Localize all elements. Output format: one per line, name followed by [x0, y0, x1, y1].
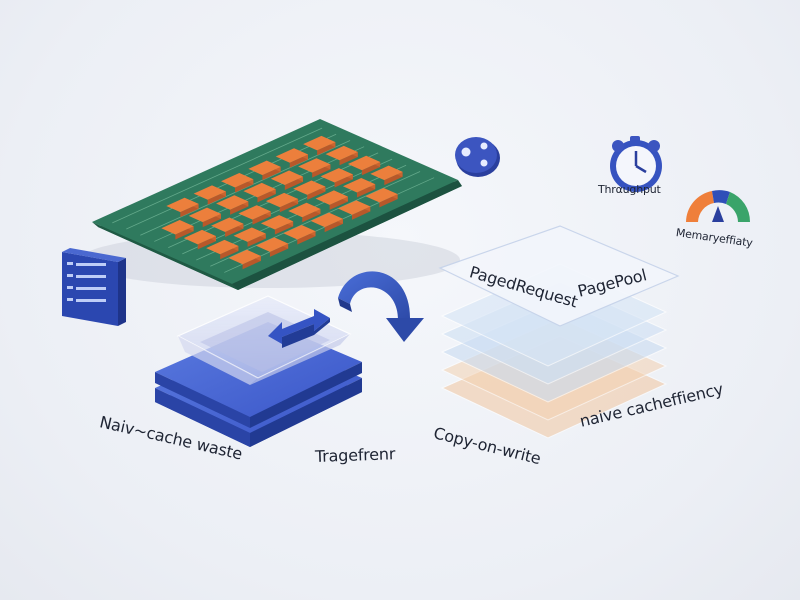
chip-side [339, 152, 358, 166]
chip-side [307, 186, 326, 200]
chip [206, 239, 239, 255]
chip-side [379, 194, 398, 208]
chip [347, 155, 381, 171]
chip [310, 212, 343, 228]
chip-side [220, 246, 239, 260]
chip-side [317, 142, 336, 156]
chip-side [247, 233, 266, 247]
chip-side [252, 211, 271, 225]
label-throughput: Thrαughput [598, 183, 661, 196]
board-edge-left [92, 222, 238, 290]
circuit-board [92, 119, 462, 290]
stopwatch-icon [610, 136, 662, 192]
label-tragefrenr: Tragefrenr [314, 444, 396, 466]
chip-side [242, 255, 261, 270]
chip-side [329, 196, 348, 210]
chip [260, 215, 294, 230]
chip [255, 237, 289, 252]
chip-side [361, 161, 381, 176]
chip [342, 178, 376, 193]
chip [238, 205, 271, 220]
board-trace [112, 127, 323, 224]
chip-side [302, 208, 321, 223]
chip [315, 190, 348, 205]
chip [193, 185, 226, 200]
board-edge-front [232, 180, 462, 290]
chip-side [235, 179, 254, 193]
chip [298, 158, 331, 173]
chip [248, 160, 281, 176]
chip-side [289, 154, 308, 168]
chip-side [180, 203, 199, 218]
chip [303, 135, 336, 151]
chip [211, 217, 244, 232]
chip [288, 202, 321, 218]
chip-side [225, 223, 244, 237]
chip [365, 187, 398, 203]
chip-side [297, 231, 316, 245]
chip-side [230, 201, 249, 215]
chip [161, 220, 194, 235]
chip [233, 227, 266, 242]
chip-side [384, 171, 403, 186]
chip-side [274, 221, 294, 235]
chip-side [207, 191, 226, 205]
chip-side [175, 226, 194, 240]
chip [265, 192, 299, 208]
chip-side [312, 164, 331, 178]
chip-grid [161, 135, 403, 270]
double-arrow-icon [268, 309, 330, 348]
chip-side [269, 243, 289, 257]
chip [216, 195, 249, 210]
chip [325, 145, 358, 161]
chip-side [257, 189, 276, 203]
chip [283, 225, 316, 240]
chip-side [197, 236, 216, 250]
chip [183, 229, 216, 245]
chip-side [334, 174, 353, 188]
chip [293, 180, 326, 195]
chip [270, 170, 304, 185]
board-trace [210, 171, 421, 267]
page-pool-stack [438, 225, 680, 439]
server-rack-icon [62, 248, 126, 326]
chip-side [202, 213, 221, 228]
toggle-knob-icon [455, 137, 500, 177]
gauge-icon [686, 190, 751, 222]
curved-arrow-icon [338, 271, 424, 342]
chip [275, 148, 308, 163]
chip-side [279, 199, 299, 213]
chip [243, 182, 276, 198]
chip [320, 168, 353, 183]
chip [188, 207, 221, 223]
chip-side [352, 206, 371, 220]
board-trace [140, 140, 351, 236]
chip [370, 165, 403, 181]
chip-side [324, 218, 343, 233]
chip-side [284, 176, 304, 190]
chip [338, 200, 371, 215]
chip [221, 173, 254, 188]
chip [228, 249, 261, 265]
chip [166, 197, 199, 213]
chip-side [262, 166, 281, 181]
chip-side [356, 184, 376, 198]
